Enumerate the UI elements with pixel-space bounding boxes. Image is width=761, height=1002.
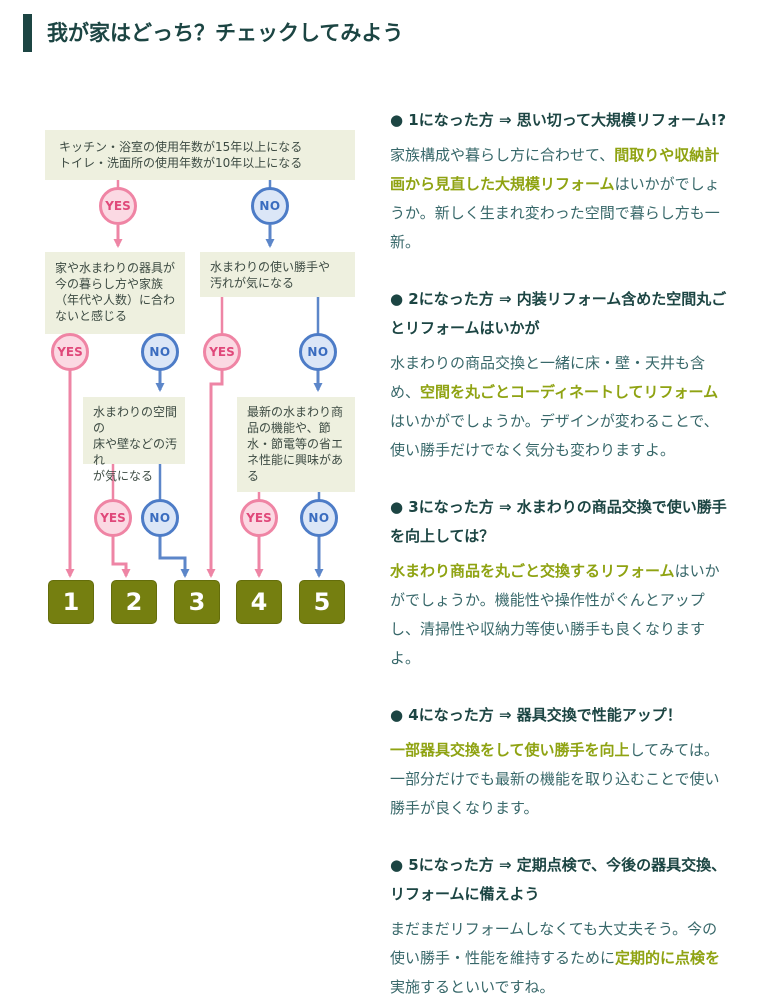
result-body-1: 家族構成や暮らし方に合わせて、間取りや収納計画から見直した大規模リフォームはいか… [390,146,720,251]
no-badge-3: NO [299,333,337,371]
result-block-1: ● 1になった方 ⇒ 思い切って大規模リフォーム!? 家族構成や暮らし方に合わせ… [390,106,731,257]
result-body-3: 水まわり商品を丸ごと交換するリフォームはいかがでしょうか。機能性や操作性がぐんと… [390,562,720,667]
result-heading-4: ● 4になった方 ⇒ 器具交換で性能アップ！ [390,706,682,724]
result-heading-3: ● 3になった方 ⇒ 水まわりの商品交換で使い勝手を向上しては？ [390,498,727,545]
page-title: 我が家はどっち？チェックしてみよう [23,14,761,52]
result-block-4: ● 4になった方 ⇒ 器具交換で性能アップ！ 一部器具交換をして使い勝手を向上し… [390,701,731,823]
result-heading-2: ● 2になった方 ⇒ 内装リフォーム含めた空間丸ごとリフォームはいかが [390,290,727,337]
flow-arrow-lines [65,225,324,578]
result-block-3: ● 3になった方 ⇒ 水まわりの商品交換で使い勝手を向上しては？ 水まわり商品を… [390,493,731,673]
flow-question-usability-dirt: 水まわりの使い勝手や 汚れが気になる [200,252,355,297]
no-badge-4: NO [141,499,179,537]
result-number-4: 4 [236,580,282,624]
result-number-5: 5 [299,580,345,624]
yes-badge-5: YES [240,499,278,537]
result-body-4: 一部器具交換をして使い勝手を向上してみては。一部分だけでも最新の機能を取り込むこ… [390,741,720,817]
flowchart: キッチン・浴室の使用年数が15年以上になる トイレ・洗面所の使用年数が10年以上… [45,130,375,635]
flow-question-floor-wall-dirt: 水まわりの空間の 床や壁などの汚れ が気になる [83,397,185,483]
result-number-2: 2 [111,580,157,624]
flow-connector-lines [111,180,321,502]
no-badge-1: NO [251,187,289,225]
no-badge-5: NO [300,499,338,537]
flow-question-latest-products: 最新の水まわり商 品の機能や、節 水・節電等の省エ ネ性能に興味があ る [237,397,355,492]
yes-badge-1: YES [99,187,137,225]
result-body-2: 水まわりの商品交換と一緒に床・壁・天井も含め、空間を丸ごとコーディネートしてリフ… [390,354,719,459]
yes-badge-3: YES [203,333,241,371]
yes-badge-2: YES [51,333,89,371]
flow-arrows [65,180,324,578]
main-content: キッチン・浴室の使用年数が15年以上になる トイレ・洗面所の使用年数が10年以上… [0,52,761,1002]
result-heading-1: ● 1になった方 ⇒ 思い切って大規模リフォーム!? [390,111,727,129]
result-block-2: ● 2になった方 ⇒ 内装リフォーム含めた空間丸ごとリフォームはいかが 水まわり… [390,285,731,465]
result-body-5: まだまだリフォームしなくても大丈夫そう。今の使い勝手・性能を維持するために定期的… [390,920,721,996]
result-number-1: 1 [48,580,94,624]
flow-question-fixtures-mismatch: 家や水まわりの器具が 今の暮らし方や家族 （年代や人数）に合わ ないと感じる [45,252,185,334]
flow-question-usage-years: キッチン・浴室の使用年数が15年以上になる トイレ・洗面所の使用年数が10年以上… [45,130,355,180]
result-number-3: 3 [174,580,220,624]
results-column: ● 1になった方 ⇒ 思い切って大規模リフォーム!? 家族構成や暮らし方に合わせ… [390,52,731,1002]
page: 我が家はどっち？チェックしてみよう [0,14,761,1002]
no-badge-2: NO [141,333,179,371]
result-heading-5: ● 5になった方 ⇒ 定期点検で、今後の器具交換、リフォームに備えよう [390,856,727,903]
yes-badge-4: YES [94,499,132,537]
result-block-5: ● 5になった方 ⇒ 定期点検で、今後の器具交換、リフォームに備えよう まだまだ… [390,851,731,1002]
